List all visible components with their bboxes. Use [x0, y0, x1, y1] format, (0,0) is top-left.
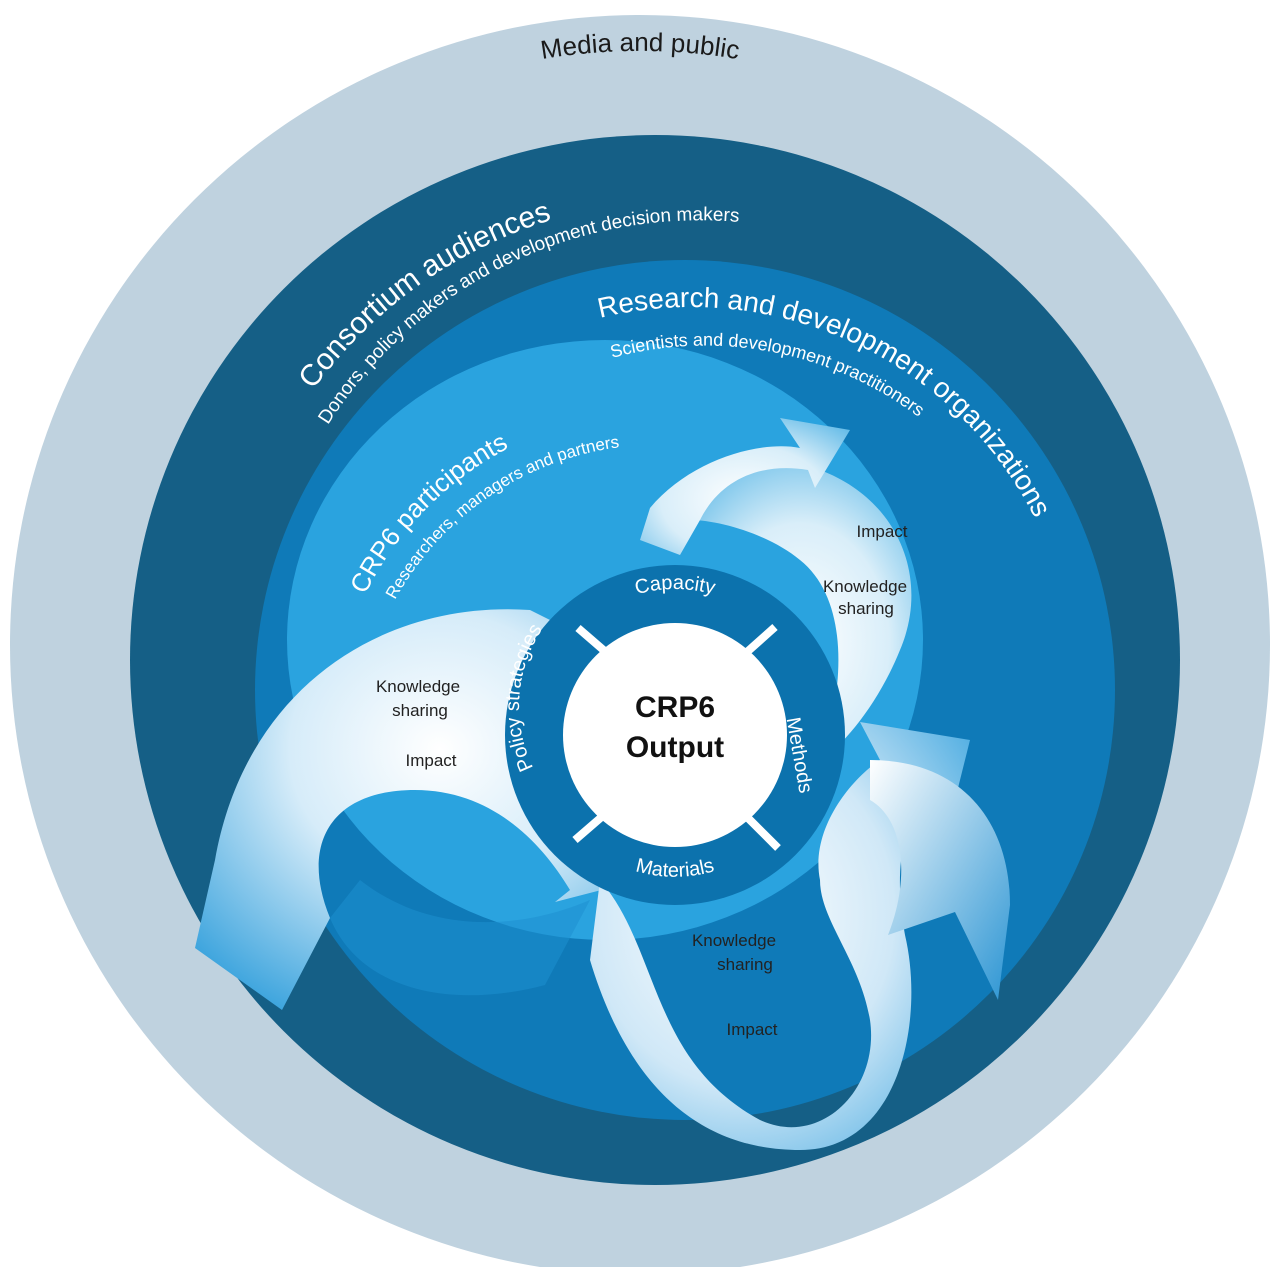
tr-sharing: sharing: [838, 599, 894, 618]
top-return-arrow: [640, 418, 850, 555]
center-line2: Output: [626, 731, 724, 764]
top-flow-arrow: [690, 464, 912, 760]
tr-knowledge: Knowledge: [823, 577, 907, 596]
b-impact: Impact: [726, 1020, 777, 1039]
center-line1: CRP6: [635, 691, 715, 724]
bottom-flow-arrow: [590, 722, 970, 1150]
right-up-arrow: [870, 760, 1010, 1000]
l-impact: Impact: [405, 751, 456, 770]
b-sharing: sharing: [717, 955, 773, 974]
output-center: [563, 623, 787, 847]
tr-impact: Impact: [856, 522, 907, 541]
l-sharing: sharing: [392, 701, 448, 720]
l-knowledge: Knowledge: [376, 677, 460, 696]
left-return-arrow: [330, 880, 590, 996]
b-knowledge: Knowledge: [692, 931, 776, 950]
